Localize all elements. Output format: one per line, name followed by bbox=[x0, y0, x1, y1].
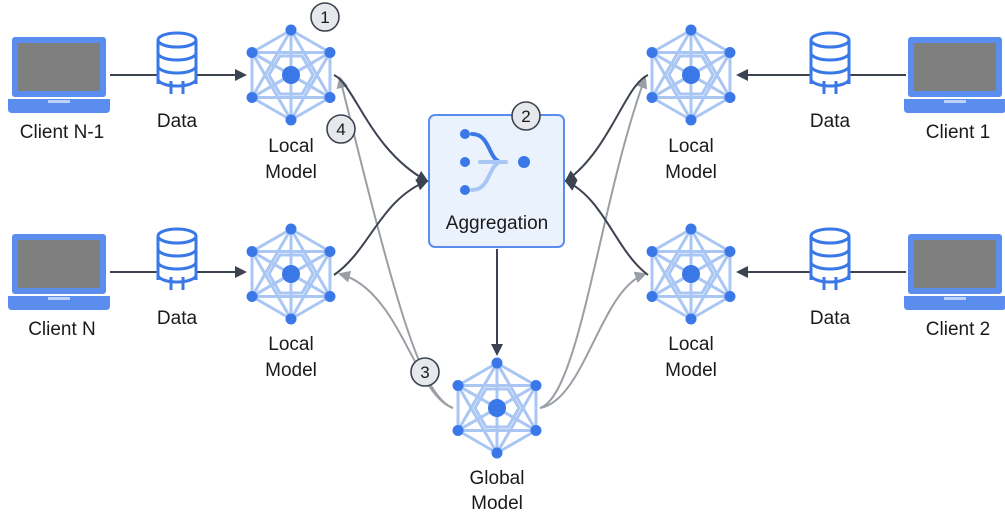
database-icon bbox=[809, 31, 851, 94]
step-badge-1: 1 bbox=[310, 2, 340, 32]
laptop-icon bbox=[8, 37, 110, 113]
data-label-2: Data bbox=[810, 308, 851, 329]
step-badge-4: 4 bbox=[326, 114, 356, 144]
local-model-label-1-line2: Model bbox=[665, 162, 717, 183]
arrow-global-to-local-2 bbox=[539, 271, 647, 409]
step-badge-2: 2 bbox=[511, 101, 541, 131]
arrow-global-to-local-1 bbox=[539, 76, 648, 409]
laptop-icon bbox=[8, 234, 110, 310]
data-stores bbox=[156, 31, 851, 290]
local-model-label-2-line1: Local bbox=[668, 334, 713, 355]
database-icon bbox=[156, 31, 198, 94]
local-model-n-network bbox=[246, 223, 336, 325]
local-model-label-n-1-line1: Local bbox=[268, 136, 313, 157]
step-number-2: 2 bbox=[521, 107, 530, 126]
database-icon bbox=[809, 227, 851, 290]
arrow-local-n-1-to-aggregation bbox=[333, 74, 429, 182]
aggregation-node: Aggregation bbox=[428, 114, 565, 248]
data-label-1: Data bbox=[810, 111, 851, 132]
local-model-label-1-line1: Local bbox=[668, 136, 713, 157]
client-label-n: Client N bbox=[28, 319, 96, 340]
models bbox=[246, 24, 736, 459]
aggregation-label: Aggregation bbox=[446, 213, 548, 234]
global-model-label-line1: Global bbox=[470, 468, 525, 489]
global-model-network bbox=[452, 357, 542, 459]
arrow-local-1-to-aggregation bbox=[564, 74, 649, 183]
aggregation-box bbox=[428, 114, 565, 248]
local-model-1-network bbox=[646, 24, 736, 126]
local-model-2-network bbox=[646, 223, 736, 325]
arrow-local-n-to-aggregation bbox=[333, 179, 429, 276]
database-icon bbox=[156, 227, 198, 290]
laptop-icon bbox=[904, 37, 1005, 113]
client-label-1: Client 1 bbox=[926, 122, 990, 143]
local-model-label-n-1-line2: Model bbox=[265, 162, 317, 183]
step-number-3: 3 bbox=[420, 363, 429, 382]
labels: Client N-1 Client N Client 1 Client 2 Da… bbox=[20, 111, 990, 514]
local-model-n-1-network bbox=[246, 24, 336, 126]
step-badges: 1 2 3 4 bbox=[310, 2, 541, 387]
data-label-n-1: Data bbox=[157, 111, 198, 132]
merge-icon bbox=[460, 129, 530, 195]
client-label-2: Client 2 bbox=[926, 319, 990, 340]
local-model-label-2-line2: Model bbox=[665, 360, 717, 381]
clients bbox=[8, 37, 1005, 310]
step-number-4: 4 bbox=[336, 120, 345, 139]
local-model-label-n-line1: Local bbox=[268, 334, 313, 355]
global-model-label-line2: Model bbox=[471, 493, 523, 514]
arrow-local-2-to-aggregation bbox=[564, 179, 649, 276]
client-label-n-1: Client N-1 bbox=[20, 122, 104, 143]
laptop-icon bbox=[904, 234, 1005, 310]
local-model-label-n-line2: Model bbox=[265, 360, 317, 381]
step-badge-3: 3 bbox=[410, 357, 440, 387]
data-label-n: Data bbox=[157, 308, 198, 329]
arrow-global-to-local-n bbox=[338, 270, 454, 409]
step-number-1: 1 bbox=[320, 8, 329, 27]
